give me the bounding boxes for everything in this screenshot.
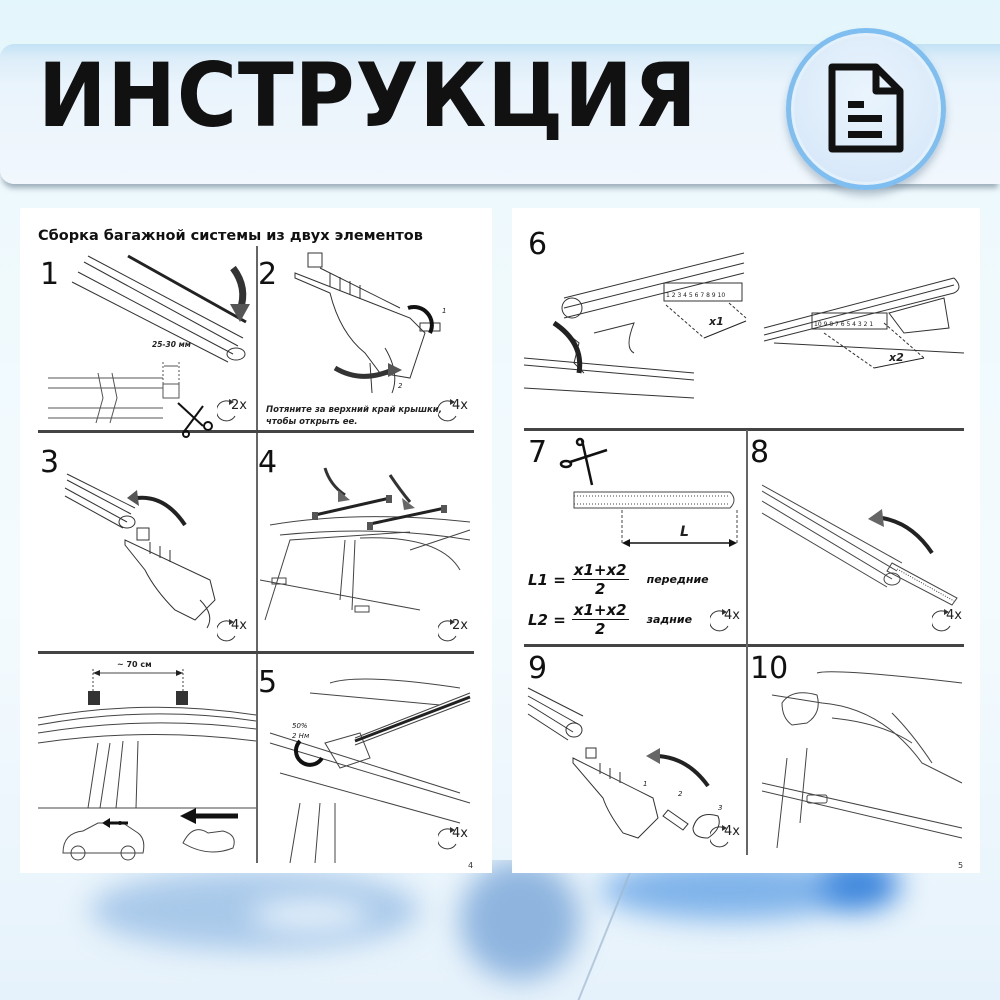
callout-3: 3: [718, 804, 722, 812]
repeat-indicator: 4x: [930, 608, 968, 640]
rotate-arrow-icon: [930, 609, 951, 632]
step-8-insert-illustration: [761, 484, 958, 606]
step-1-rail-illustration: [48, 254, 250, 438]
repeat-indicator: 4x: [215, 618, 253, 650]
step-9-number: 9: [528, 651, 548, 686]
rotate-arrow-icon: [436, 827, 457, 850]
step-5-tighten-illustration: 50% 2 Нм: [269, 678, 471, 864]
rotate-arrow-icon: [436, 399, 457, 422]
step-1-dimension-label: 25-30 мм: [152, 340, 191, 349]
document-icon: [828, 63, 904, 153]
callout-2: 2: [398, 382, 403, 390]
step-10-clean-illustration: [761, 671, 963, 849]
step-10-number: 10: [750, 651, 789, 686]
torque-value: 2 Нм: [292, 732, 310, 740]
rotate-arrow-icon: [215, 619, 236, 642]
rotate-arrow-icon: [215, 399, 236, 422]
step-1-number: 1: [40, 257, 60, 292]
step-2-number: 2: [258, 257, 278, 292]
panel-divider: [256, 246, 258, 863]
step-7-number: 7: [528, 435, 548, 470]
step-6-number: 6: [528, 227, 548, 262]
spacing-illustration: [37, 669, 257, 861]
step-9-cap-illustration: 1 2 3: [527, 687, 722, 839]
repeat-indicator: 2x: [436, 618, 474, 650]
callout-1: 1: [442, 307, 446, 315]
step-2-note: Потяните за верхний край крышки, чтобы о…: [266, 405, 442, 428]
step-4-car-illustration: [259, 467, 471, 621]
panel-divider: [746, 430, 748, 855]
length-label: L: [680, 524, 689, 540]
step-2-foot-illustration: 1 2: [294, 252, 446, 394]
rotate-arrow-icon: [708, 825, 729, 848]
step-4-number: 4: [258, 445, 278, 480]
repeat-indicator: 4x: [708, 608, 746, 640]
step-6-measure-illustration: 1 2 3 4 5 6 7 8 9 10 10 9 8 7 6 5 4 3 2 …: [523, 252, 965, 399]
scale-rear: 10 9 8 7 6 5 4 3 2 1: [814, 321, 873, 328]
page-number: 4: [468, 861, 474, 870]
step-5-number: 5: [258, 665, 278, 700]
step-3-assembly-illustration: [64, 473, 216, 629]
repeat-indicator: 2x: [215, 398, 253, 430]
repeat-indicator: 4x: [708, 824, 746, 856]
panel-divider: [524, 428, 964, 431]
spacing-dimension: ~ 70 см: [117, 660, 152, 669]
scale-front: 1 2 3 4 5 6 7 8 9 10: [666, 292, 725, 299]
instruction-page-right: 6 1 2 3 4 5 6 7 8 9 10 10 9 8 7 6 5 4 3 …: [512, 208, 980, 873]
step-3-number: 3: [40, 445, 60, 480]
rotate-arrow-icon: [708, 609, 729, 632]
torque-percent: 50%: [292, 722, 308, 730]
step-8-number: 8: [750, 435, 770, 470]
panel-divider: [38, 651, 474, 654]
background-car-blur: [0, 860, 1000, 1000]
panel-divider: [38, 430, 474, 433]
rotate-arrow-icon: [436, 619, 457, 642]
label-x2: x2: [888, 351, 904, 364]
panel-divider: [524, 644, 964, 647]
document-icon-badge: [786, 28, 946, 190]
step-7-cut-illustration: [559, 437, 738, 547]
repeat-indicator: 4x: [436, 826, 474, 858]
label-x1: x1: [708, 315, 724, 328]
page-number: 5: [958, 861, 964, 870]
section-title: Сборка багажной системы из двух элементо…: [38, 228, 423, 244]
instruction-page-left: Сборка багажной системы из двух элементо…: [20, 208, 492, 873]
page-title: ИНСТРУКЦИЯ: [38, 44, 698, 147]
callout-2: 2: [678, 790, 683, 798]
repeat-indicator: 4x: [436, 398, 474, 430]
callout-1: 1: [643, 780, 647, 788]
